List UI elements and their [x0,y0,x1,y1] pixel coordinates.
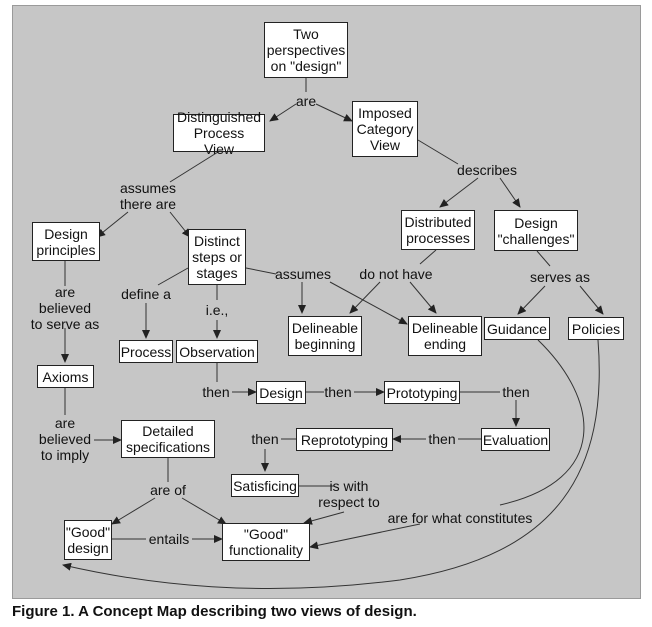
figure-caption: Figure 1. A Concept Map describing two v… [12,603,417,620]
link-entails: entails [148,531,190,547]
node-good-design: "Good" design [64,520,112,560]
node-distinct-steps: Distinct steps or stages [188,229,246,285]
node-policies: Policies [568,317,624,340]
link-then-observation-design: then [202,384,230,400]
node-evaluation: Evaluation [481,428,550,451]
node-process: Process [119,340,173,363]
link-describes: describes [457,162,517,178]
node-axioms: Axioms [37,365,94,388]
node-observation: Observation [176,340,258,363]
node-prototyping: Prototyping [384,381,460,404]
link-is-with-respect-to: is with respect to [318,478,380,510]
node-design-challenges: Design "challenges" [494,210,578,251]
node-detailed-specifications: Detailed specifications [121,420,215,458]
node-distinguished-process-view: Distinguished Process View [173,109,265,157]
link-do-not-have: do not have [359,266,433,282]
node-two-perspectives: Two perspectives on "design" [264,22,348,78]
link-are-believed-to-imply: are believed to imply [38,415,92,463]
node-design: Design [256,381,306,404]
link-serves-as: serves as [530,269,590,285]
link-are-for-what-constitutes: are for what constitutes [387,510,533,526]
link-then-evaluation-reprototyping: then [428,431,456,447]
link-then-design-prototyping: then [324,384,352,400]
node-reprototyping: Reprototyping [296,428,393,451]
link-ie: i.e., [205,302,229,318]
link-assumes: assumes [274,266,332,282]
link-then-prototyping-evaluation: then [502,384,530,400]
link-are: are [295,93,317,109]
node-imposed-category-view: Imposed Category View [352,101,418,157]
node-guidance: Guidance [484,317,550,340]
node-delineable-ending: Delineable ending [408,316,482,356]
concept-map-panel [12,5,641,599]
node-distributed-processes: Distributed processes [401,210,475,250]
node-good-functionality: "Good" functionality [222,523,310,561]
link-assumes-there-are: assumes there are [119,180,177,212]
link-are-of: are of [150,482,186,498]
link-are-believed-to-serve-as: are believed to serve as [30,284,100,332]
link-define-a: define a [121,286,171,302]
link-then-reprototyping-satisficing: then [251,431,279,447]
node-delineable-beginning: Delineable beginning [288,316,362,356]
node-design-principles: Design principles [32,222,100,261]
node-satisficing: Satisficing [231,474,299,497]
